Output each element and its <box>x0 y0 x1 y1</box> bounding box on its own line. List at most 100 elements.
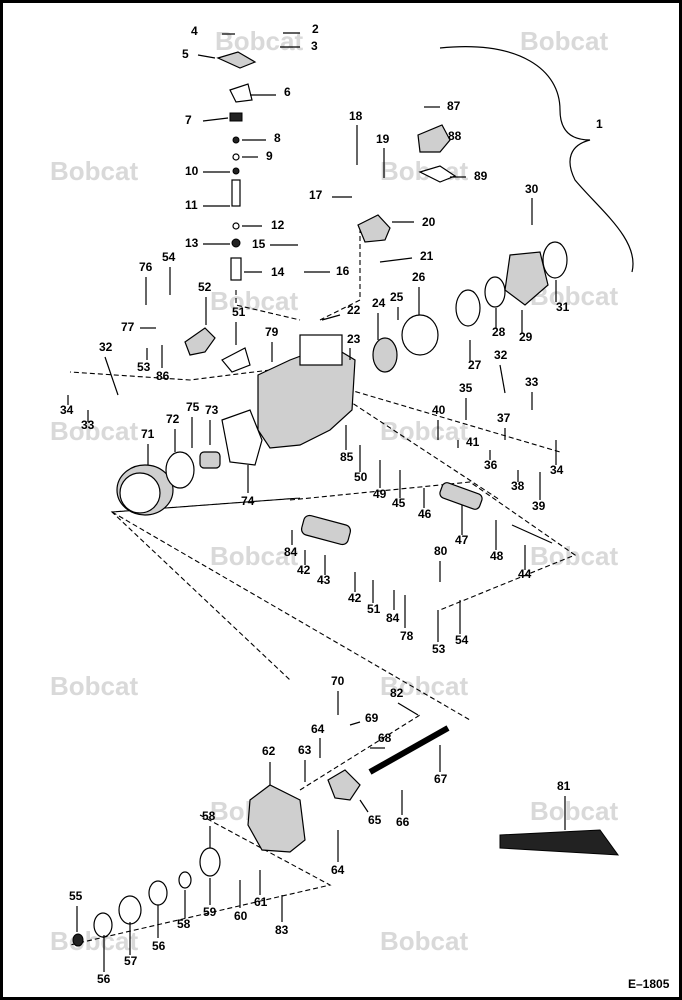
callout-21: 21 <box>420 249 434 263</box>
callout-43: 43 <box>317 573 331 587</box>
watermark-text: Bobcat <box>50 926 138 956</box>
ring-31 <box>542 241 568 279</box>
leader-line-22 <box>321 314 341 321</box>
callout-83: 83 <box>275 923 289 937</box>
callout-60: 60 <box>234 909 248 923</box>
callout-29: 29 <box>519 330 533 344</box>
callout-69: 69 <box>365 711 379 725</box>
group-bracket <box>439 46 634 273</box>
bracket-5 <box>216 51 257 69</box>
callout-53: 53 <box>137 360 151 374</box>
ring-56b <box>93 912 113 938</box>
callout-48: 48 <box>490 549 504 563</box>
leader-line-65 <box>359 799 369 813</box>
callout-68: 68 <box>378 731 392 745</box>
gear-59 <box>199 847 221 877</box>
leader-line-69 <box>349 721 361 726</box>
callout-79: 79 <box>265 325 279 339</box>
callout-5: 5 <box>182 47 189 61</box>
gasket <box>221 409 263 466</box>
callout-1: 1 <box>596 117 603 131</box>
callout-40: 40 <box>432 403 446 417</box>
ring-28 <box>484 276 506 308</box>
callout-2: 2 <box>312 22 319 36</box>
callout-14: 14 <box>271 265 285 279</box>
watermark-text: Bobcat <box>50 671 138 701</box>
callout-7: 7 <box>185 113 192 127</box>
watermark-text: Bobcat <box>530 796 618 826</box>
watermark-text: Bobcat <box>215 26 303 56</box>
callout-54: 54 <box>455 633 469 647</box>
callout-25: 25 <box>390 290 404 304</box>
ring-27 <box>455 289 481 327</box>
callout-20: 20 <box>422 215 436 229</box>
callout-42: 42 <box>297 563 311 577</box>
callout-70: 70 <box>331 674 345 688</box>
callout-10: 10 <box>185 164 199 178</box>
callout-46: 46 <box>418 507 432 521</box>
callout-33: 33 <box>81 418 95 432</box>
leader-lines <box>67 32 566 972</box>
callout-86: 86 <box>156 369 170 383</box>
callout-63: 63 <box>298 743 312 757</box>
watermark-text: Bobcat <box>520 26 608 56</box>
callout-3: 3 <box>311 39 318 53</box>
leader-line-21 <box>379 257 413 263</box>
bearing-57 <box>118 895 142 925</box>
watermark-text: Bobcat <box>380 416 468 446</box>
callout-62: 62 <box>262 744 276 758</box>
bearing-26 <box>401 314 439 356</box>
callout-15: 15 <box>252 237 266 251</box>
callout-66: 66 <box>396 815 410 829</box>
callout-67: 67 <box>434 772 448 786</box>
callout-24: 24 <box>372 296 386 310</box>
callout-36: 36 <box>484 458 498 472</box>
callout-9: 9 <box>266 149 273 163</box>
callout-58: 58 <box>202 809 216 823</box>
callout-58: 58 <box>177 917 191 931</box>
leader-line-7 <box>202 117 229 122</box>
part-9 <box>232 153 240 161</box>
cylinder-face <box>119 472 161 514</box>
callout-74: 74 <box>241 494 255 508</box>
callout-50: 50 <box>354 470 368 484</box>
drawing-code: E–1805 <box>628 977 670 991</box>
callout-4: 4 <box>191 24 198 38</box>
callout-51: 51 <box>367 602 381 616</box>
callout-65: 65 <box>368 813 382 827</box>
callout-56: 56 <box>97 972 111 986</box>
swash-plate-65 <box>327 769 361 801</box>
callout-88: 88 <box>448 129 462 143</box>
block-20 <box>357 214 391 243</box>
callout-19: 19 <box>376 132 390 146</box>
callout-57: 57 <box>124 954 138 968</box>
cover-29 <box>504 251 549 306</box>
callout-49: 49 <box>373 487 387 501</box>
leader-line-5 <box>197 54 216 59</box>
housing-port <box>299 334 343 366</box>
watermark-text: Bobcat <box>210 286 298 316</box>
watermark-text: Bobcat <box>210 541 298 571</box>
callout-85: 85 <box>340 450 354 464</box>
part-12 <box>232 222 240 230</box>
callout-42: 42 <box>348 591 362 605</box>
callout-34: 34 <box>550 463 564 477</box>
spool-47 <box>439 482 483 510</box>
part-11 <box>231 179 241 207</box>
callout-54: 54 <box>162 250 176 264</box>
callout-47: 47 <box>455 533 469 547</box>
callout-8: 8 <box>274 131 281 145</box>
callout-75: 75 <box>186 400 200 414</box>
part-13 <box>231 238 241 248</box>
callout-72: 72 <box>166 412 180 426</box>
callout-17: 17 <box>309 188 323 202</box>
callout-30: 30 <box>525 182 539 196</box>
part-14 <box>230 257 242 281</box>
leader-line-32 <box>499 364 506 394</box>
leader-line-82 <box>397 702 419 716</box>
block-88 <box>417 124 451 153</box>
callout-33: 33 <box>525 375 539 389</box>
part-7 <box>229 112 243 122</box>
